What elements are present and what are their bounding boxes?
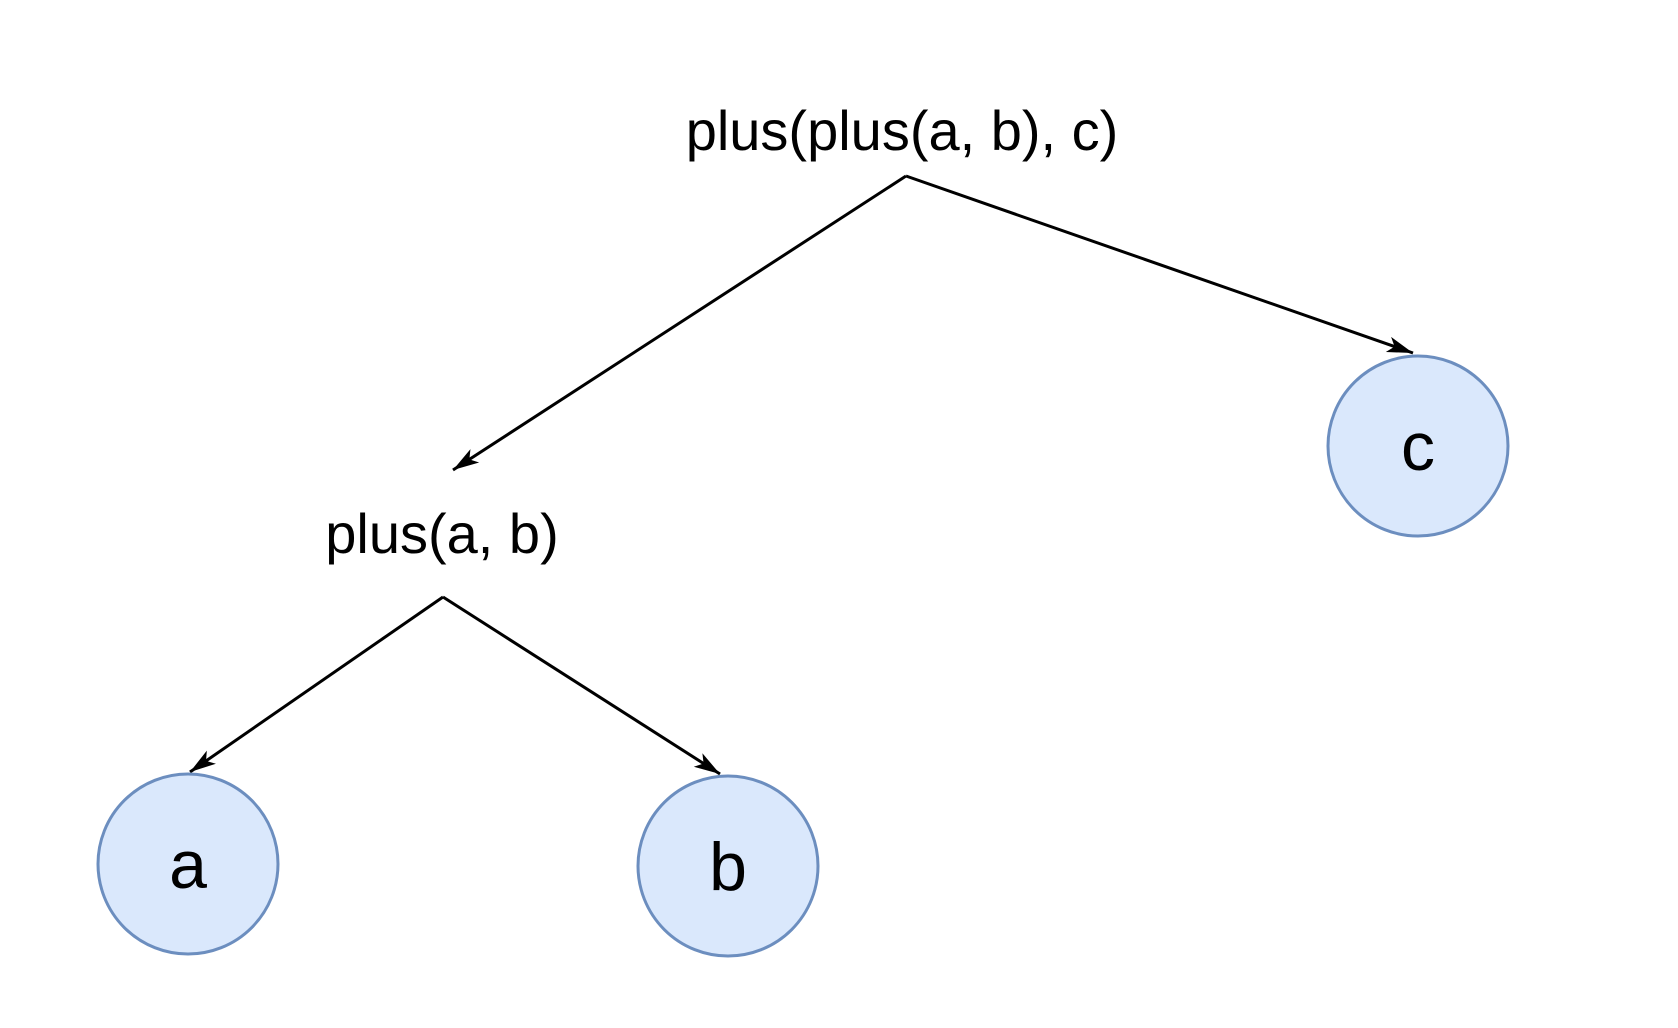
leaf-node-c-circle (1326, 354, 1510, 538)
subtree-expression-label: plus(a, b) (325, 502, 558, 565)
edge-root-to-leaf-c (905, 174, 1414, 355)
leaf-node-c-label: c (1401, 409, 1435, 485)
leaf-node-a-label: a (169, 827, 207, 903)
edge-subtree-to-leaf-a (189, 595, 444, 774)
edge-root-to-subtree (452, 174, 907, 472)
leaf-node-a-circle (96, 772, 280, 956)
leaf-node-b-label: b (709, 829, 747, 905)
root-expression-label: plus(plus(a, b), c) (686, 99, 1119, 162)
leaf-node-b-circle (636, 774, 820, 958)
edge-subtree-to-leaf-b (442, 595, 721, 776)
